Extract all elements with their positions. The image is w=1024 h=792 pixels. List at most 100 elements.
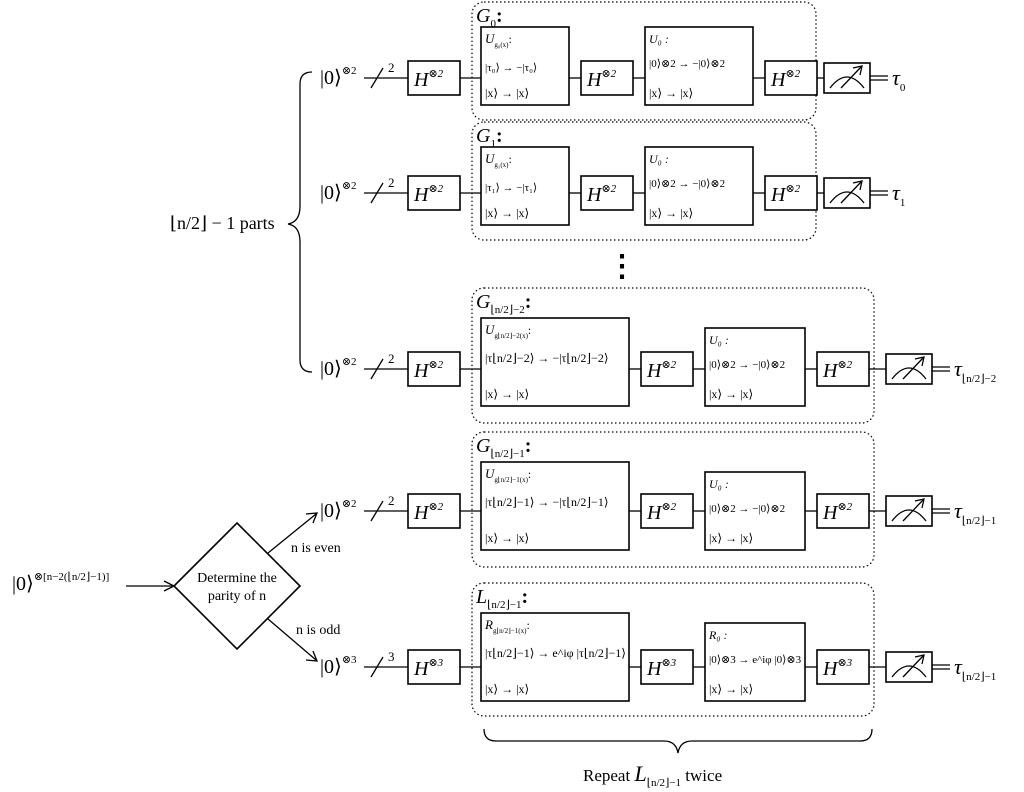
output-label: τ0 bbox=[892, 65, 906, 94]
oracle-head: Ug⌊n/2⌋−2(x): bbox=[485, 322, 531, 340]
hadamard-gate-2 bbox=[580, 60, 634, 96]
iteration-group-title: G1: bbox=[476, 125, 503, 150]
output-label: τ1 bbox=[892, 180, 905, 209]
input-state: |0⟩⊗3 bbox=[320, 654, 357, 678]
diffuser-head: R₀ : bbox=[708, 628, 728, 642]
decision-text-2: parity of n bbox=[208, 589, 266, 604]
parts-brace bbox=[287, 71, 313, 373]
hadamard-label-3: H⊗2 bbox=[770, 183, 801, 206]
hadamard-label-1: H⊗2 bbox=[413, 359, 444, 382]
hadamard-gate-1 bbox=[407, 649, 461, 685]
diffuser-line-1: |0⟩⊗3 → e^iφ |0⟩⊗3 bbox=[709, 654, 802, 666]
diffuser-box bbox=[644, 26, 754, 106]
measurement-meter-icon bbox=[885, 651, 933, 683]
oracle-box bbox=[480, 26, 570, 106]
oracle-head: Ug₁(x): bbox=[485, 151, 512, 169]
measurement-meter-icon bbox=[823, 177, 871, 209]
oracle-head: Ug₀(x): bbox=[485, 31, 512, 49]
diffuser-head: U₀ : bbox=[709, 333, 729, 347]
iteration-group-title: G⌊n/2⌋−1: bbox=[476, 435, 531, 460]
hadamard-label-3: H⊗2 bbox=[822, 501, 853, 524]
hadamard-label-1: H⊗3 bbox=[413, 657, 444, 680]
circuit-row-g1: |0⟩⊗2 2H⊗2 G1:Ug₁(x): |τ₁⟩ → −|τ₁⟩ |x⟩ → |x⟩… bbox=[320, 121, 905, 241]
iteration-group-box bbox=[471, 1, 817, 121]
hadamard-gate-2 bbox=[640, 493, 694, 529]
hadamard-gate-1 bbox=[407, 493, 461, 529]
bundle-slash bbox=[370, 500, 384, 522]
iteration-group-title: G⌊n/2⌋−2: bbox=[476, 291, 531, 316]
diffuser-line-2: |x⟩ → |x⟩ bbox=[649, 206, 693, 220]
initial-input: |0⟩⊗[n−2(⌊n/2⌋−1)] bbox=[12, 571, 109, 595]
oracle-box bbox=[480, 317, 630, 407]
hadamard-label-3: H⊗2 bbox=[770, 68, 801, 91]
measurement-meter-icon bbox=[885, 495, 933, 527]
hadamard-label-1: H⊗2 bbox=[413, 68, 444, 91]
oracle-line-1: |τ₀⟩ → −|τ₀⟩ bbox=[485, 62, 537, 74]
input-state: |0⟩⊗2 bbox=[320, 498, 357, 522]
oracle-box bbox=[480, 612, 630, 702]
oracle-head: Ug⌊n/2⌋−1(x): bbox=[485, 466, 531, 484]
diffuser-head: U₀ : bbox=[709, 477, 729, 491]
hadamard-label-3: H⊗2 bbox=[822, 359, 853, 382]
parity-decision bbox=[172, 521, 302, 651]
oracle-line-1: |τ₁⟩ → −|τ₁⟩ bbox=[485, 182, 537, 194]
bundle-slash bbox=[370, 67, 384, 89]
oracle-line-2: |x⟩ → |x⟩ bbox=[485, 682, 529, 696]
input-state: |0⟩⊗2 bbox=[320, 356, 357, 380]
iteration-group-title: G0: bbox=[476, 5, 503, 30]
measurement-meter-icon bbox=[885, 353, 933, 385]
diffuser-box bbox=[704, 622, 806, 702]
hadamard-label-1: H⊗2 bbox=[413, 183, 444, 206]
measurement-meter-icon bbox=[823, 62, 871, 94]
diffuser-head: U₀ : bbox=[649, 152, 669, 166]
hadamard-label-2: H⊗2 bbox=[586, 183, 617, 206]
iteration-group-box bbox=[471, 582, 875, 717]
bundle-slash bbox=[370, 358, 384, 380]
iteration-group-box bbox=[471, 431, 875, 568]
input-state: |0⟩⊗2 bbox=[320, 180, 357, 204]
wire-count: 2 bbox=[388, 175, 395, 190]
bundle-slash bbox=[370, 656, 384, 678]
oracle-box bbox=[480, 146, 570, 226]
diffuser-line-2: |x⟩ → |x⟩ bbox=[709, 387, 753, 401]
hadamard-gate-3 bbox=[816, 493, 870, 529]
output-label: τ⌊n/2⌋−2 bbox=[954, 356, 996, 385]
odd-branch-arrowhead bbox=[305, 650, 318, 662]
oracle-line-2: |x⟩ → |x⟩ bbox=[485, 206, 529, 220]
diffuser-line-2: |x⟩ → |x⟩ bbox=[709, 531, 753, 545]
iteration-group-box bbox=[471, 121, 817, 241]
wire-count: 2 bbox=[388, 60, 395, 75]
oracle-line-2: |x⟩ → |x⟩ bbox=[485, 387, 529, 401]
oracle-line-2: |x⟩ → |x⟩ bbox=[485, 531, 529, 545]
diffuser-box bbox=[644, 146, 754, 226]
output-label: τ⌊n/2⌋−1 bbox=[954, 498, 996, 527]
diffuser-box bbox=[704, 327, 806, 407]
diffuser-line-1: |0⟩⊗2 → −|0⟩⊗2 bbox=[709, 503, 785, 515]
decision-text-1: Determine the bbox=[197, 571, 277, 586]
even-branch-label: n is even bbox=[291, 541, 341, 556]
diffuser-line-1: |0⟩⊗2 → −|0⟩⊗2 bbox=[649, 58, 725, 70]
hadamard-label-3: H⊗3 bbox=[822, 657, 853, 680]
odd-branch-label: n is odd bbox=[296, 623, 340, 638]
circuit-row-g0: |0⟩⊗2 2H⊗2 G0:Ug₀(x): |τ₀⟩ → −|τ₀⟩ |x⟩ → |x⟩… bbox=[320, 1, 906, 121]
even-branch-arrow bbox=[267, 513, 317, 554]
oracle-line-1: |τ⌊n/2⌋−1⟩ → e^iφ |τ⌊n/2⌋−1⟩ bbox=[485, 646, 626, 660]
oracle-line-2: |x⟩ → |x⟩ bbox=[485, 86, 529, 100]
oracle-line-1: |τ⌊n/2⌋−2⟩ → −|τ⌊n/2⌋−2⟩ bbox=[485, 351, 609, 365]
iteration-group-box bbox=[471, 287, 875, 424]
wire-count: 3 bbox=[388, 649, 395, 664]
hadamard-gate-3 bbox=[764, 175, 818, 211]
hadamard-gate-2 bbox=[580, 175, 634, 211]
input-state: |0⟩⊗2 bbox=[320, 65, 357, 89]
hadamard-label-2: H⊗2 bbox=[646, 501, 677, 524]
oracle-head: Rg⌊n/2⌋−1(x): bbox=[484, 617, 530, 635]
diffuser-line-1: |0⟩⊗2 → −|0⟩⊗2 bbox=[709, 359, 785, 371]
odd-branch-arrow bbox=[267, 618, 317, 661]
oracle-line-1: |τ⌊n/2⌋−1⟩ → −|τ⌊n/2⌋−1⟩ bbox=[485, 495, 609, 509]
hadamard-label-2: H⊗3 bbox=[646, 657, 677, 680]
hadamard-gate-2 bbox=[640, 649, 694, 685]
